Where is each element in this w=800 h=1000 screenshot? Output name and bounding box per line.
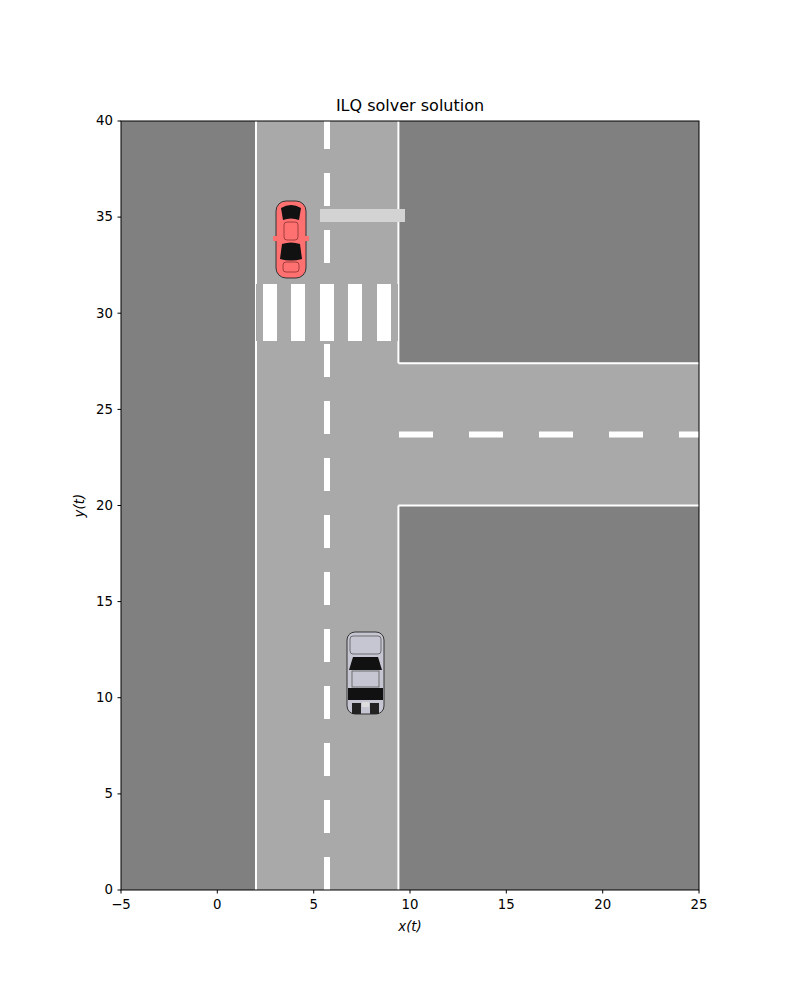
y-tick-label: 40 bbox=[96, 114, 113, 127]
y-tick-label: 5 bbox=[105, 787, 113, 800]
vertical-center-dash bbox=[324, 121, 330, 890]
vertical-road bbox=[256, 121, 398, 890]
red-car bbox=[273, 201, 309, 278]
y-axis-label: y(t) bbox=[73, 494, 86, 517]
x-tick-label: 20 bbox=[594, 898, 611, 911]
y-tick-label: 10 bbox=[96, 691, 113, 704]
y-tick-label: 35 bbox=[96, 210, 113, 223]
y-tick-label: 0 bbox=[105, 883, 113, 896]
y-tick-label: 30 bbox=[96, 307, 113, 320]
road-edge-lines bbox=[256, 121, 699, 890]
horizontal-center-dash bbox=[399, 431, 699, 437]
crosswalk bbox=[263, 284, 391, 341]
grey-car bbox=[347, 632, 384, 714]
x-tick-label: 25 bbox=[691, 898, 708, 911]
x-tick-label: 5 bbox=[309, 898, 317, 911]
horizontal-road bbox=[398, 363, 699, 505]
x-axis-label: x(t) bbox=[398, 920, 421, 933]
chart-title: ILQ solver solution bbox=[336, 98, 484, 114]
stop-bar bbox=[320, 209, 405, 222]
x-tick-label: 0 bbox=[213, 898, 221, 911]
y-tick-label: 20 bbox=[96, 499, 113, 512]
axis-ticks bbox=[118, 121, 700, 894]
axes-frame bbox=[121, 121, 699, 890]
crosswalk-ground bbox=[256, 284, 398, 341]
off-road-area bbox=[121, 121, 699, 890]
y-tick-label: 25 bbox=[96, 403, 113, 416]
y-tick-label: 15 bbox=[96, 595, 113, 608]
x-tick-label: −5 bbox=[111, 898, 131, 911]
x-tick-label: 10 bbox=[402, 898, 419, 911]
x-tick-label: 15 bbox=[498, 898, 515, 911]
